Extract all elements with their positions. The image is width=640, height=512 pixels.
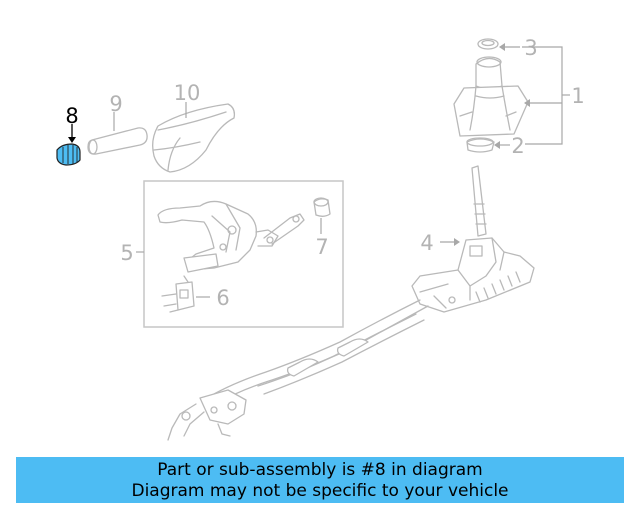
cable-end-bracket[interactable] [167,389,247,441]
callout-3[interactable]: 3 [524,36,537,60]
callout-1[interactable]: 1 [571,84,584,108]
part-10-boot[interactable] [152,103,236,173]
callout-6[interactable]: 6 [216,286,229,310]
leader-1-bracket [522,46,563,145]
info-banner: Part or sub-assembly is #8 in diagram Di… [16,457,624,503]
shift-knob[interactable] [475,56,503,90]
sub-assembly-5-box [143,180,344,328]
banner-line-2: Diagram may not be specific to your vehi… [131,481,509,501]
banner-line-1: Part or sub-assembly is #8 in diagram [157,460,483,480]
part-7-bushing[interactable] [313,197,331,217]
lever-bracket[interactable] [157,200,279,273]
callout-2[interactable]: 2 [511,134,524,158]
part-8-bushing[interactable] [56,143,81,166]
leader-3 [499,43,520,51]
callout-4[interactable]: 4 [420,231,433,255]
callout-8[interactable]: 8 [65,104,78,128]
shifter-housing[interactable] [411,237,535,313]
shift-boot-bezel[interactable] [453,85,529,137]
callout-5[interactable]: 5 [120,241,133,265]
shift-cables[interactable] [213,299,429,403]
shift-lever-shaft[interactable] [471,165,487,237]
part-2-collar[interactable] [466,137,495,153]
linkage-rod[interactable] [263,213,305,245]
leader-1a-arrow [524,99,530,107]
leader-2 [494,141,510,149]
part-9-grip-sleeve[interactable] [87,127,148,155]
leader-4 [440,238,460,246]
callout-10[interactable]: 10 [174,81,201,105]
part-6-switch[interactable] [161,275,195,313]
callout-7[interactable]: 7 [315,235,328,259]
callout-9[interactable]: 9 [109,92,122,116]
part-3-cap[interactable] [477,38,499,50]
part-8-leader [68,124,76,143]
